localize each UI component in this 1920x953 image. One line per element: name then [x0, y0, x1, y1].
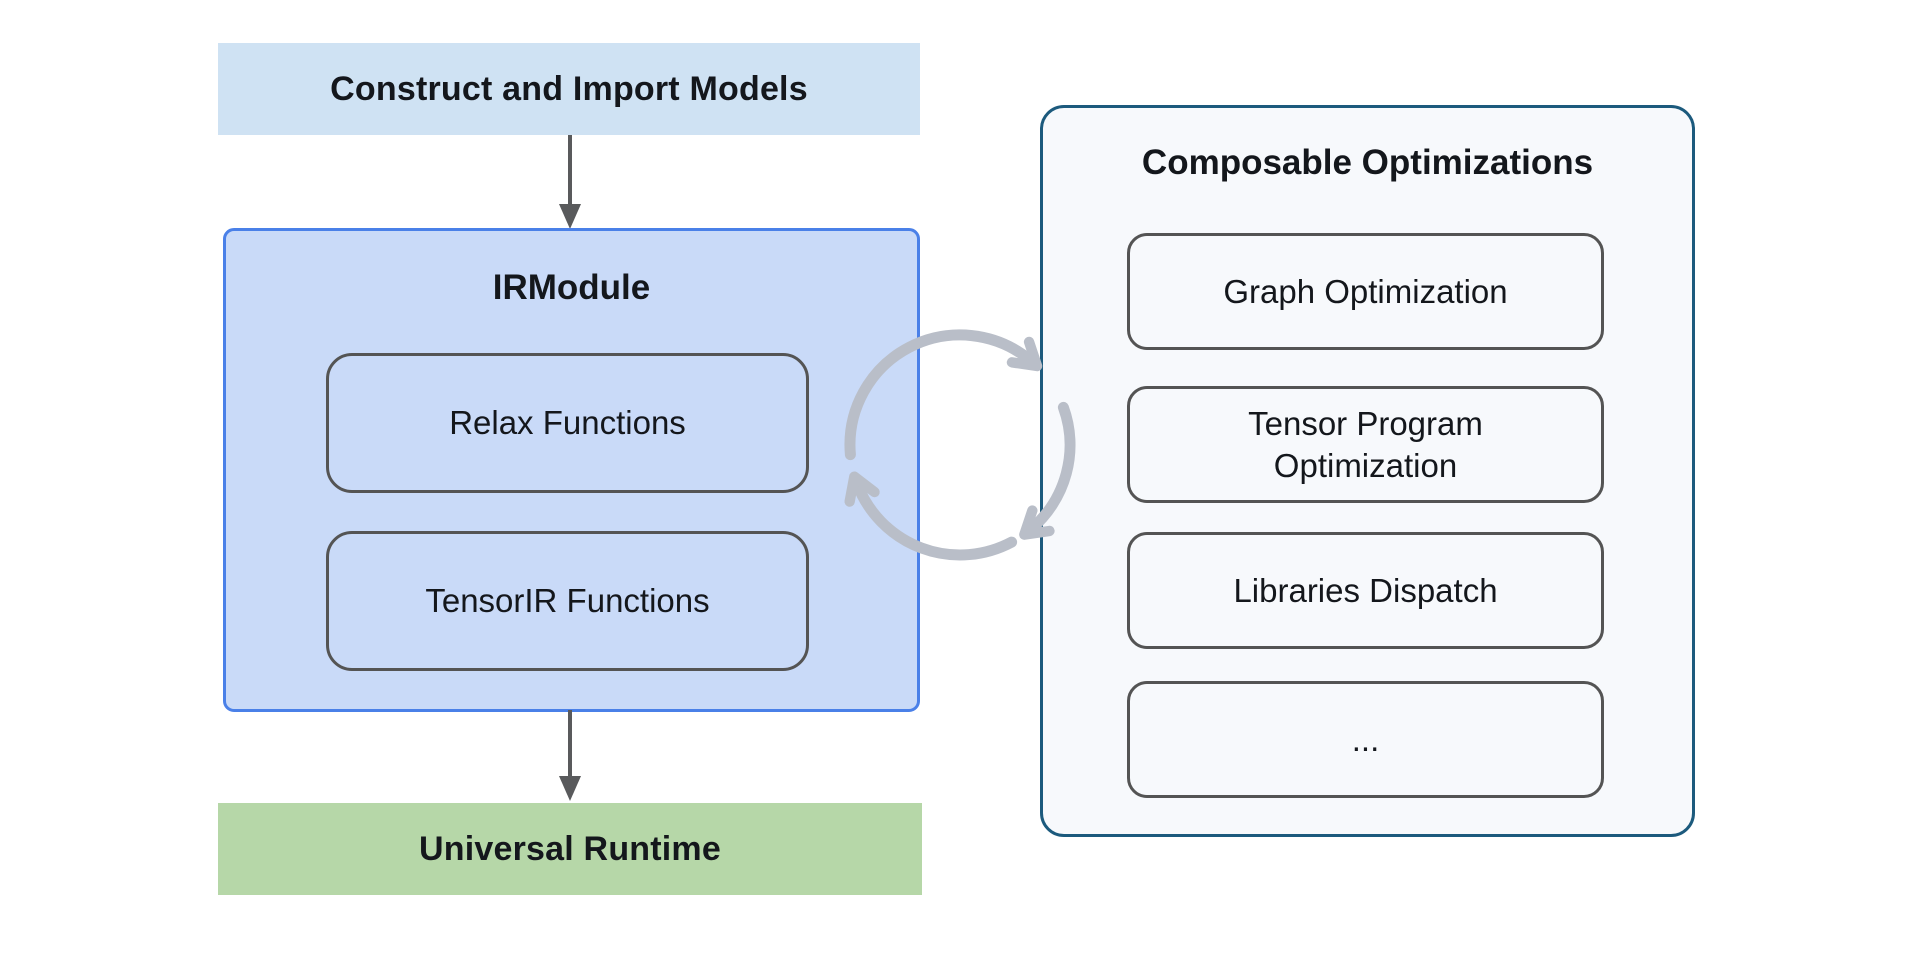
composable-optimizations-title: Composable Optimizations: [1141, 143, 1594, 182]
tensorir-functions-label: TensorIR Functions: [425, 582, 710, 620]
down-arrow-icon: [557, 710, 583, 802]
relax-functions-box: Relax Functions: [326, 353, 809, 493]
libraries-dispatch-label: Libraries Dispatch: [1233, 571, 1498, 609]
relax-functions-label: Relax Functions: [449, 404, 686, 442]
more-optimizations-box: ...: [1127, 681, 1604, 798]
irmodule-title: IRModule: [492, 268, 651, 307]
universal-runtime-label: Universal Runtime: [419, 829, 721, 868]
tensor-program-optimization-box: Tensor Program Optimization: [1127, 386, 1604, 503]
construct-import-box: Construct and Import Models: [218, 43, 920, 135]
libraries-dispatch-box: Libraries Dispatch: [1127, 532, 1604, 649]
down-arrow-icon: [557, 135, 583, 230]
more-optimizations-label: ...: [1351, 720, 1380, 758]
tensor-program-optimization-label: Tensor Program Optimization: [1248, 405, 1483, 484]
construct-import-label: Construct and Import Models: [330, 69, 808, 108]
universal-runtime-box: Universal Runtime: [218, 803, 922, 895]
cycle-arrows-icon: [815, 312, 1115, 582]
tensorir-functions-box: TensorIR Functions: [326, 531, 809, 671]
graph-optimization-label: Graph Optimization: [1223, 272, 1508, 310]
graph-optimization-box: Graph Optimization: [1127, 233, 1604, 350]
composable-optimizations-panel: Composable Optimizations Graph Optimizat…: [1040, 105, 1695, 837]
irmodule-box: IRModule Relax Functions TensorIR Functi…: [223, 228, 920, 712]
